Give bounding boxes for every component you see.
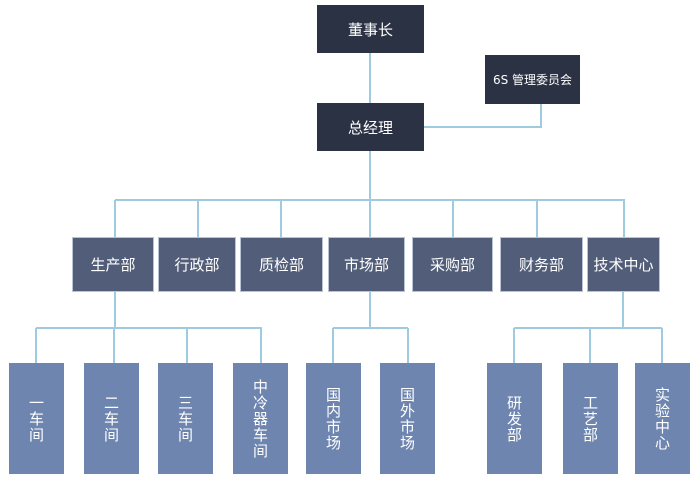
node-6s-committee: 6S 管理委员会 xyxy=(485,55,580,104)
connector xyxy=(424,104,542,128)
node-chairman: 董事长 xyxy=(317,5,424,53)
node-qc-dept: 质检部 xyxy=(240,237,323,292)
node-intercooler-workshop: 中冷器车间 xyxy=(233,363,288,474)
node-marketing-dept: 市场部 xyxy=(328,237,405,292)
node-domestic-market: 国内市场 xyxy=(306,363,361,474)
node-general-manager: 总经理 xyxy=(317,103,424,151)
node-workshop-3: 三车间 xyxy=(158,363,213,474)
node-admin-dept: 行政部 xyxy=(158,237,236,292)
node-purchasing-dept: 采购部 xyxy=(412,237,493,292)
node-workshop-1: 一车间 xyxy=(9,363,64,474)
node-overseas-market: 国外市场 xyxy=(380,363,435,474)
node-workshop-2: 二车间 xyxy=(84,363,139,474)
node-process-dept: 工艺部 xyxy=(563,363,618,474)
node-finance-dept: 财务部 xyxy=(500,237,583,292)
node-rd-dept: 研发部 xyxy=(487,363,542,474)
node-lab-center: 实验中心 xyxy=(635,363,690,474)
node-production-dept: 生产部 xyxy=(72,237,154,292)
node-tech-center: 技术中心 xyxy=(587,237,660,292)
